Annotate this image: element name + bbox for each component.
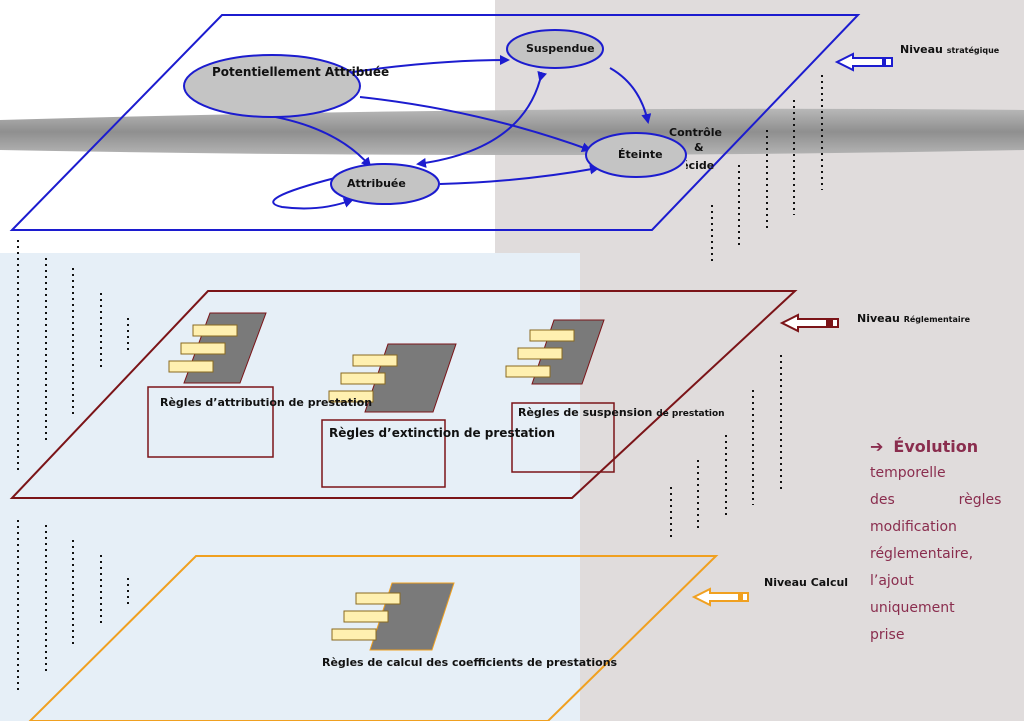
- node-potentiel: [183, 54, 361, 118]
- rule-suspension-label: Règles de suspension de prestation: [518, 406, 725, 419]
- rule-document-icon: [168, 312, 267, 384]
- arrow-attribuee-eteinte: [439, 164, 600, 185]
- arrow-attribuee-self: [272, 177, 354, 210]
- level-arrow-calcul: [691, 587, 749, 607]
- side-title: ➔ Évolution: [870, 433, 1024, 460]
- arrow-attribuee-suspendue: [416, 70, 548, 168]
- regulatory-plane: [9, 290, 798, 499]
- rule-box-extinction: [321, 419, 446, 488]
- rule-attribution-label: Règles d’attribution de prestation: [160, 396, 373, 409]
- side-line: réglementaire,: [870, 546, 974, 562]
- strategic-plane: [9, 14, 861, 231]
- calculation-plane: [28, 555, 719, 721]
- rule-box-suspension: [511, 402, 615, 473]
- node-attribuee-label: Attribuée: [347, 177, 406, 190]
- bg-light-blue-panel: [0, 253, 580, 721]
- side-line: temporelle: [870, 465, 946, 481]
- node-suspendue-label: Suspendue: [526, 42, 595, 55]
- side-line: uniquement: [870, 600, 955, 616]
- side-title-text: Évolution: [893, 437, 979, 456]
- level-arrow-strategique: [834, 52, 893, 72]
- rule-suspension-main: Règles de suspension: [518, 406, 653, 419]
- controle-label: Contrôle: [669, 126, 722, 139]
- rule-document-icon: [331, 582, 455, 651]
- node-eteinte: [585, 132, 687, 178]
- side-line: modification: [870, 519, 957, 535]
- node-suspendue: [506, 29, 604, 69]
- node-eteinte-label: Éteinte: [618, 148, 663, 161]
- rule-calcul-label: Règles de calcul des coefficients de pre…: [322, 656, 618, 669]
- arrow-potentiel-suspendue: [339, 55, 510, 75]
- level-main-reglementaire: Niveau: [857, 312, 900, 325]
- arrow-icon: ➔: [870, 437, 884, 456]
- level-arrow-reglementaire: [779, 313, 839, 333]
- side-line: l’ajout d’une: [870, 573, 1024, 589]
- level-label-strategique: Niveau stratégique: [900, 43, 999, 56]
- level-label-reglementaire: Niveau Réglementaire: [857, 312, 970, 325]
- rule-extinction-label: Règles d’extinction de prestation: [329, 426, 556, 440]
- node-attribuee: [330, 163, 440, 205]
- rule-box-attribution: [147, 386, 274, 458]
- level-label-calcul: Niveau Calcul: [764, 576, 849, 589]
- level-small-reglementaire: Réglementaire: [903, 315, 970, 324]
- side-line: prise d’effet: [870, 627, 1024, 643]
- rule-suspension-small: de prestation: [656, 409, 725, 419]
- side-line: des règles :: [870, 492, 1024, 508]
- side-text-block: ➔ Évolution temporelle des règles : modif…: [870, 433, 1024, 649]
- arrow-suspendue-eteinte: [609, 67, 652, 124]
- decide-label: Décide: [672, 159, 715, 172]
- node-potentiel-label: Potentiellement Attribuée: [212, 65, 390, 79]
- ampersand-label: &: [694, 141, 704, 154]
- depth-dotted-lines: [17, 75, 823, 690]
- level-main-strategique: Niveau: [900, 43, 943, 56]
- level-small-strategique: stratégique: [946, 46, 1000, 55]
- rule-document-icon: [328, 343, 457, 413]
- rule-document-icon: [505, 319, 605, 385]
